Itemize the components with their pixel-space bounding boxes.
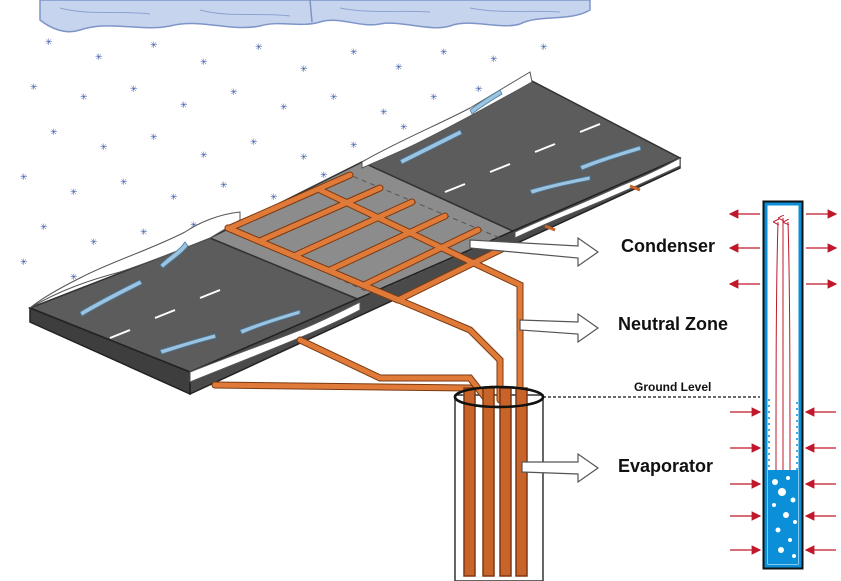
- snowflake-icon: ✳: [220, 181, 228, 191]
- road-slab: [30, 72, 680, 394]
- snowflake-icon: ✳: [490, 55, 498, 65]
- droplet: [768, 459, 770, 461]
- droplet: [768, 441, 770, 443]
- snowflake-icon: ✳: [20, 173, 28, 183]
- snowflake-icon: ✳: [150, 41, 158, 51]
- droplet: [768, 417, 770, 419]
- bubble: [778, 547, 784, 553]
- snowflake-icon: ✳: [395, 63, 403, 73]
- snowflake-icon: ✳: [95, 53, 103, 63]
- snowflake-icon: ✳: [90, 238, 98, 248]
- droplet: [796, 456, 798, 458]
- snowflake-icon: ✳: [280, 103, 288, 113]
- bubble: [772, 503, 776, 507]
- droplet: [796, 432, 798, 434]
- snowflake-icon: ✳: [70, 188, 78, 198]
- bubble: [788, 538, 792, 542]
- snowflake-icon: ✳: [255, 43, 263, 53]
- snowflake-icon: ✳: [100, 143, 108, 153]
- bubble: [793, 520, 797, 524]
- droplet: [768, 411, 770, 413]
- snowflake-icon: ✳: [540, 43, 548, 53]
- snowflake-icon: ✳: [120, 178, 128, 188]
- snowflake-icon: ✳: [180, 101, 188, 111]
- cloud-shape: [40, 0, 590, 32]
- droplet: [796, 462, 798, 464]
- snowflake-icon: ✳: [130, 85, 138, 95]
- snowflake-icon: ✳: [150, 133, 158, 143]
- bubble: [772, 479, 778, 485]
- snowflake-icon: ✳: [250, 138, 258, 148]
- snowflake-icon: ✳: [300, 65, 308, 75]
- droplet: [796, 402, 798, 404]
- droplet: [768, 399, 770, 401]
- bubble: [776, 528, 781, 533]
- droplet: [768, 429, 770, 431]
- droplet: [768, 465, 770, 467]
- droplet: [796, 450, 798, 452]
- bubble: [791, 498, 796, 503]
- bubble: [792, 554, 796, 558]
- snowflake-icon: ✳: [30, 83, 38, 93]
- snowflake-icon: ✳: [300, 153, 308, 163]
- snowflake-icon: ✳: [200, 58, 208, 68]
- snowflake-icon: ✳: [330, 93, 338, 103]
- snowflake-icon: ✳: [475, 85, 483, 95]
- droplet: [768, 435, 770, 437]
- bubble: [778, 488, 786, 496]
- droplet: [796, 426, 798, 428]
- droplet: [768, 405, 770, 407]
- droplet: [796, 468, 798, 470]
- snowflake-icon: ✳: [350, 141, 358, 151]
- snowflake-icon: ✳: [140, 228, 148, 238]
- snowflake-icon: ✳: [270, 193, 278, 203]
- snowflake-icon: ✳: [230, 88, 238, 98]
- snowflake-icon: ✳: [400, 123, 408, 133]
- condenser-label: Condenser: [621, 236, 715, 257]
- droplet: [768, 453, 770, 455]
- neutral-zone-arrow: [520, 314, 598, 342]
- snowflake-icon: ✳: [430, 93, 438, 103]
- snowflake-icon: ✳: [440, 48, 448, 58]
- snowflake-icon: ✳: [50, 128, 58, 138]
- ground-level-label: Ground Level: [634, 380, 711, 394]
- droplet: [796, 438, 798, 440]
- snowflake-icon: ✳: [20, 258, 28, 268]
- snowflake-icon: ✳: [380, 108, 388, 118]
- evaporator-label: Evaporator: [618, 456, 713, 477]
- bubble: [786, 476, 790, 480]
- droplet: [796, 408, 798, 410]
- snowflake-icon: ✳: [40, 223, 48, 233]
- snowflake-icon: ✳: [45, 38, 53, 48]
- snowflake-icon: ✳: [80, 93, 88, 103]
- neutral-zone-label: Neutral Zone: [618, 314, 728, 335]
- snowflake-icon: ✳: [350, 48, 358, 58]
- droplet: [768, 447, 770, 449]
- droplet: [796, 444, 798, 446]
- snowflake-icon: ✳: [200, 151, 208, 161]
- droplet: [796, 420, 798, 422]
- droplet: [796, 414, 798, 416]
- bubble: [783, 512, 789, 518]
- snowflake-icon: ✳: [170, 193, 178, 203]
- droplet: [768, 423, 770, 425]
- heat-pipe-cross-section: [730, 202, 836, 568]
